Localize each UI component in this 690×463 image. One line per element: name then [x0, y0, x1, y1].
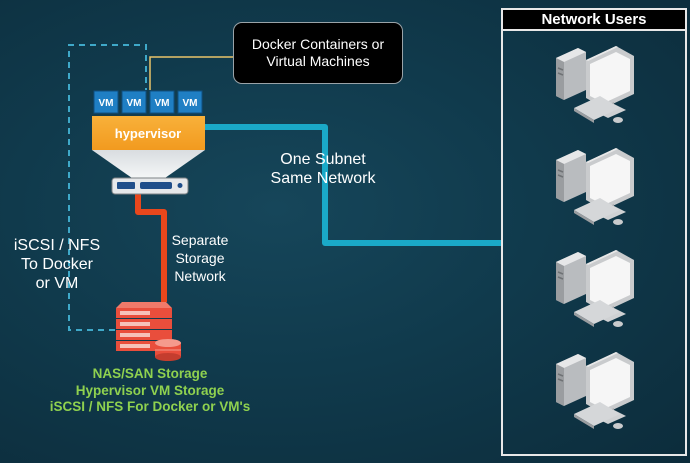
storage-network-line-1: Separate [171, 232, 229, 248]
vm-box-group: VM VM VM VM [93, 90, 203, 114]
storage-desc-line-2: Hypervisor VM Storage [75, 382, 225, 398]
storage-desc-line-1: NAS/SAN Storage [92, 366, 208, 381]
subnet-line-2: Same Network [270, 170, 376, 188]
network-link [205, 124, 501, 246]
vm-box [149, 90, 175, 114]
hypervisor-bar [92, 116, 205, 150]
iscsi-line-1: iSCSI / NFS [13, 237, 101, 254]
storage-desc-line-3: iSCSI / NFS For Docker or VM's [49, 399, 251, 415]
subnet-line-1: One Subnet [280, 151, 366, 168]
iscsi-line-2: To Docker [20, 256, 94, 274]
network-users-panel: Network Users [501, 8, 687, 456]
iscsi-dashed-link [68, 44, 147, 331]
storage-network-line-3: Network [174, 267, 226, 284]
storage-link [135, 192, 167, 302]
hypervisor-label: hypervisor [115, 126, 181, 141]
docker-vm-callout: Docker Containers or Virtual Machines [233, 22, 403, 84]
hypervisor-funnel [92, 150, 205, 178]
vm-box [121, 90, 147, 114]
callout-line-2: Virtual Machines [266, 53, 370, 69]
vm-label: VM [155, 98, 170, 109]
storage-network-label: Separate Storage Network [160, 232, 240, 285]
storage-description: NAS/SAN Storage Hypervisor VM Storage iS… [20, 366, 280, 416]
network-users-title: Network Users [503, 10, 685, 31]
vm-label: VM [127, 98, 142, 109]
subnet-label: One Subnet Same Network [258, 150, 388, 188]
server-appliance-icon [111, 177, 189, 195]
iscsi-line-3: or VM [35, 275, 79, 293]
storage-network-line-2: Storage [175, 249, 225, 266]
callout-line-1: Docker Containers or [251, 35, 385, 52]
vm-box [93, 90, 119, 114]
storage-server-icon [116, 302, 181, 361]
vm-label: VM [99, 98, 114, 109]
iscsi-label: iSCSI / NFS To Docker or VM [2, 236, 112, 294]
callout-leader [149, 56, 233, 90]
vm-label: VM [183, 98, 198, 109]
vm-box [177, 90, 203, 114]
